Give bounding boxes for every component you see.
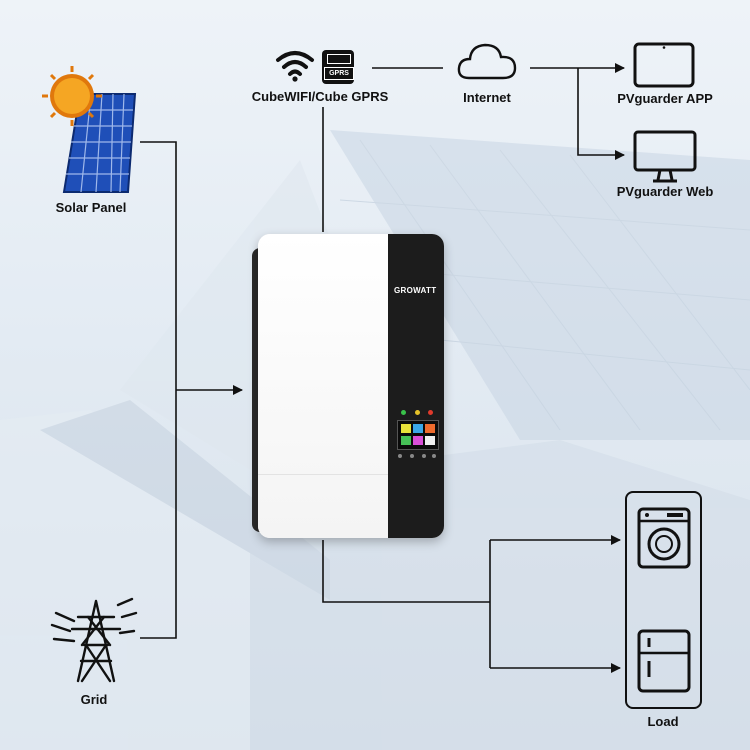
washing-machine-icon — [637, 507, 691, 569]
pvguarder-app-label: PVguarder APP — [617, 91, 713, 106]
lcd-buttons — [398, 454, 438, 460]
pvguarder-web-label: PVguarder Web — [616, 184, 714, 199]
grid-wire — [140, 390, 177, 639]
inverter-output-wire — [322, 540, 490, 603]
inverter-white-panel — [258, 234, 388, 538]
lcd-screen — [397, 420, 439, 450]
grid-label: Grid — [80, 692, 108, 707]
solar-panel-label: Solar Panel — [55, 200, 127, 215]
monitor-icon — [633, 130, 697, 183]
inverter-body: GROWATT — [258, 234, 444, 538]
internet-to-web-arrow — [577, 68, 625, 160]
status-led-row — [401, 410, 433, 416]
refrigerator-icon — [637, 629, 691, 693]
internet-label: Internet — [463, 90, 511, 105]
cloud-icon — [457, 43, 517, 80]
solar-panel-icon — [42, 66, 137, 193]
load-label: Load — [647, 714, 679, 729]
load-box — [625, 491, 702, 709]
sun-icon — [42, 66, 102, 126]
power-tower-icon — [50, 597, 138, 683]
load-arrow-washer — [489, 540, 620, 668]
inverter: GROWATT — [252, 234, 444, 538]
gprs-module-icon: GPRS — [322, 50, 354, 84]
inverter-black-panel: GROWATT — [388, 234, 444, 538]
cube-module-label: CubeWIFI/Cube GPRS — [251, 89, 389, 104]
gprs-badge-label: GPRS — [324, 67, 354, 80]
inverter-brand-logo: GROWATT — [394, 286, 437, 295]
wifi-icon — [276, 51, 314, 82]
solar-wire — [140, 141, 177, 390]
tablet-icon — [633, 42, 695, 88]
